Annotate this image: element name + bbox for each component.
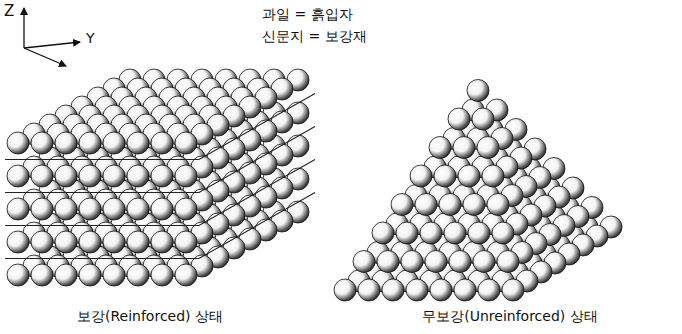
soil-particle xyxy=(79,165,101,187)
legend-note: 과일 = 흙입자 xyxy=(262,6,353,23)
legend-note: 신문지 = 보강재 xyxy=(262,28,367,45)
soil-particle xyxy=(103,132,125,154)
soil-particle xyxy=(478,279,500,301)
soil-particle xyxy=(79,264,101,286)
soil-particle xyxy=(391,194,413,216)
soil-particle xyxy=(79,198,101,220)
soil-particle xyxy=(454,279,476,301)
soil-particle xyxy=(487,194,509,216)
soil-particle xyxy=(377,251,399,273)
soil-particle xyxy=(79,132,101,154)
soil-particle xyxy=(429,137,451,159)
soil-particle xyxy=(175,264,197,286)
soil-particle xyxy=(31,198,53,220)
soil-particle xyxy=(467,80,489,102)
soil-particle xyxy=(55,231,77,253)
soil-particle xyxy=(175,165,197,187)
soil-particle xyxy=(353,251,375,273)
figure-caption: 보강(Reinforced) 상태 xyxy=(77,308,223,325)
soil-particle xyxy=(151,165,173,187)
soil-particle xyxy=(127,231,149,253)
unreinforced-soil-pile xyxy=(334,80,622,302)
soil-particle xyxy=(151,198,173,220)
soil-particle xyxy=(492,222,514,244)
soil-particle xyxy=(477,137,499,159)
soil-particle xyxy=(31,264,53,286)
soil-particle xyxy=(7,198,29,220)
figure-caption: 무보강(Unreinforced) 상태 xyxy=(422,308,597,325)
soil-particle xyxy=(472,108,494,130)
soil-particle xyxy=(415,194,437,216)
soil-particle xyxy=(482,165,504,187)
soil-particle xyxy=(444,222,466,244)
soil-particle xyxy=(175,132,197,154)
axis-label: Z xyxy=(4,2,14,20)
soil-particle xyxy=(7,165,29,187)
soil-particle xyxy=(7,231,29,253)
soil-particle xyxy=(410,165,432,187)
axis-arrows xyxy=(24,8,80,66)
soil-particle xyxy=(151,264,173,286)
soil-particle xyxy=(463,194,485,216)
soil-particle xyxy=(7,264,29,286)
soil-particle xyxy=(425,251,447,273)
soil-particle xyxy=(382,279,404,301)
soil-particle xyxy=(103,231,125,253)
soil-particle xyxy=(430,279,452,301)
soil-particle xyxy=(103,264,125,286)
soil-particle xyxy=(420,222,442,244)
soil-particle xyxy=(55,264,77,286)
soil-particle xyxy=(497,251,519,273)
soil-particle xyxy=(502,279,524,301)
axis-label: Y xyxy=(86,30,95,47)
soil-particle xyxy=(55,132,77,154)
soil-particle xyxy=(372,222,394,244)
soil-particle xyxy=(473,251,495,273)
soil-particle xyxy=(31,165,53,187)
soil-particle xyxy=(406,279,428,301)
soil-particle xyxy=(7,132,29,154)
soil-particle xyxy=(175,231,197,253)
soil-particle xyxy=(151,231,173,253)
soil-particle xyxy=(358,279,380,301)
reinforcement-sheet xyxy=(5,94,315,160)
soil-particle xyxy=(453,137,475,159)
soil-particle xyxy=(127,132,149,154)
soil-particle xyxy=(396,222,418,244)
soil-particle xyxy=(458,165,480,187)
soil-particle xyxy=(449,251,471,273)
reinforced-soil-block xyxy=(5,69,315,286)
soil-particle xyxy=(79,231,101,253)
soil-particle xyxy=(103,198,125,220)
soil-particle xyxy=(175,198,197,220)
soil-particle xyxy=(103,165,125,187)
soil-particle xyxy=(31,231,53,253)
soil-particle xyxy=(334,279,356,301)
soil-particle xyxy=(55,165,77,187)
soil-particle xyxy=(439,194,461,216)
soil-particle xyxy=(448,108,470,130)
soil-particle xyxy=(55,198,77,220)
soil-particle xyxy=(31,132,53,154)
soil-particle xyxy=(434,165,456,187)
soil-particle xyxy=(468,222,490,244)
soil-particle xyxy=(401,251,423,273)
soil-particle xyxy=(127,198,149,220)
soil-particle xyxy=(151,132,173,154)
soil-particle xyxy=(127,264,149,286)
soil-particle xyxy=(127,165,149,187)
